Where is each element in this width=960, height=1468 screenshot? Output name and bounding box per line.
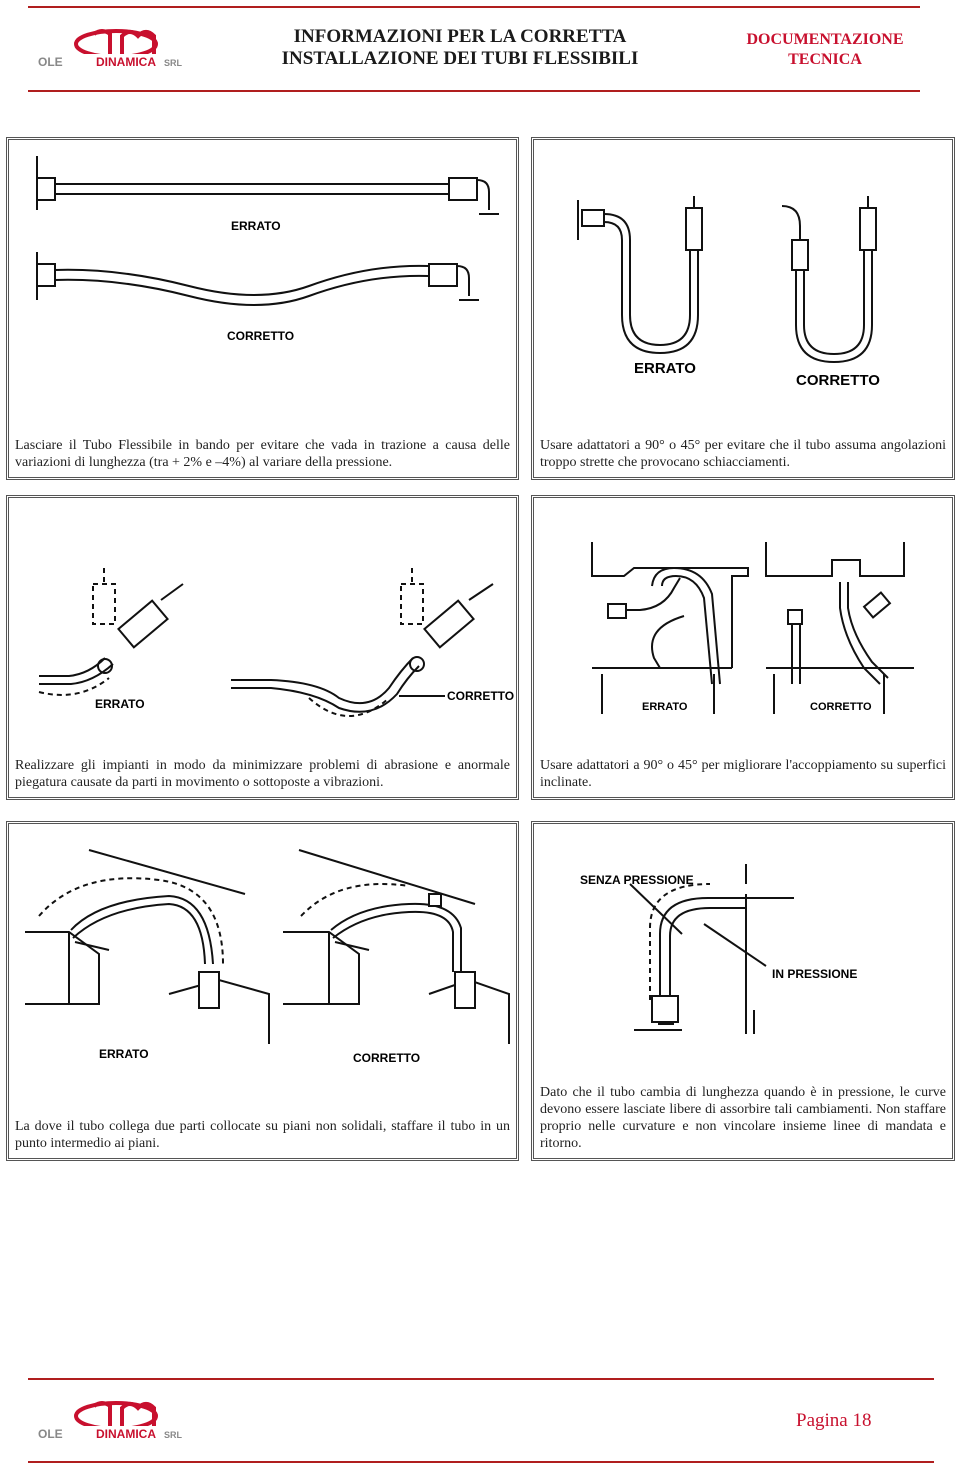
doc-line-2: TECNICA xyxy=(788,51,862,68)
title-line-2: INSTALLAZIONE DEI TUBI FLESSIBILI xyxy=(281,48,639,69)
panel-adapter-bends: ERRATO CORRETTO Usare adattatori a 90° o… xyxy=(531,137,955,480)
doc-line-1: DOCUMENTAZIONE xyxy=(746,31,904,48)
svg-text:OLE: OLE xyxy=(38,1427,63,1441)
panel-pressure-curves: SENZA PRESSIONE IN PRESSIONE Dato che il… xyxy=(531,821,955,1161)
panel-caption: Dato che il tubo cambia di lunghezza qua… xyxy=(540,1085,946,1151)
inclined-surfaces-illustration: ERRATO CORRETTO xyxy=(591,542,914,714)
panel-caption: Lasciare il Tubo Flessibile in bando per… xyxy=(15,438,510,470)
label-correct: CORRETTO xyxy=(227,329,294,343)
svg-text:DINAMICA: DINAMICA xyxy=(96,1427,156,1441)
panel-caption: La dove il tubo collega due parti colloc… xyxy=(15,1119,510,1151)
document-title: INFORMAZIONI PER LA CORRETTA INSTALLAZIO… xyxy=(260,26,660,70)
company-logo: OLE DINAMICA SRL xyxy=(36,26,186,70)
label-correct: CORRETTO xyxy=(796,372,880,389)
documentation-label: DOCUMENTAZIONE TECNICA xyxy=(730,30,920,70)
panel-caption: Usare adattatori a 90° o 45° per miglior… xyxy=(540,758,946,790)
label-wrong: ERRATO xyxy=(634,360,696,377)
panel-inclined-surfaces: ERRATO CORRETTO Usare adattatori a 90° o… xyxy=(531,495,955,800)
svg-text:SRL: SRL xyxy=(164,58,183,68)
footer-bottom-rule xyxy=(28,1461,934,1463)
title-line-1: INFORMAZIONI PER LA CORRETTA xyxy=(293,26,627,47)
panel-bracket-between-planes: ERRATO CORRETTO La dove il tubo collega … xyxy=(6,821,519,1161)
label-wrong: ERRATO xyxy=(95,697,145,711)
page-number: Pagina 18 xyxy=(796,1410,872,1431)
footer-top-rule xyxy=(28,1378,934,1380)
label-wrong: ERRATO xyxy=(231,219,281,233)
label-no-pressure: SENZA PRESSIONE xyxy=(580,873,694,887)
svg-text:DINAMICA: DINAMICA xyxy=(96,55,156,69)
header-top-rule xyxy=(28,6,920,8)
label-correct: CORRETTO xyxy=(353,1051,420,1065)
label-wrong: ERRATO xyxy=(99,1047,149,1061)
company-logo-footer: OLE DINAMICA SRL xyxy=(36,1398,186,1442)
label-correct: CORRETTO xyxy=(810,701,872,713)
label-under-pressure: IN PRESSIONE xyxy=(772,967,857,981)
header-bottom-rule xyxy=(28,90,920,92)
panel-caption: Realizzare gli impianti in modo da minim… xyxy=(15,758,510,790)
label-correct: CORRETTO xyxy=(447,689,514,703)
label-wrong: ERRATO xyxy=(642,701,688,713)
hose-slack-illustration: ERRATO CORRETTO xyxy=(36,156,499,343)
abrasion-illustration: ERRATO CORRETTO xyxy=(38,568,514,717)
panel-hose-slack: ERRATO CORRETTO Lasciare il Tubo Flessib… xyxy=(6,137,519,480)
pressure-curves-illustration: SENZA PRESSIONE IN PRESSIONE xyxy=(580,864,857,1034)
bracket-planes-illustration: ERRATO CORRETTO xyxy=(25,849,510,1065)
panel-caption: Usare adattatori a 90° o 45° per evitare… xyxy=(540,438,946,470)
svg-text:SRL: SRL xyxy=(164,1430,183,1440)
adapter-bends-illustration: ERRATO CORRETTO xyxy=(577,196,880,389)
svg-text:OLE: OLE xyxy=(38,55,63,69)
panel-abrasion: ERRATO CORRETTO Realizzare gli impianti … xyxy=(6,495,519,800)
